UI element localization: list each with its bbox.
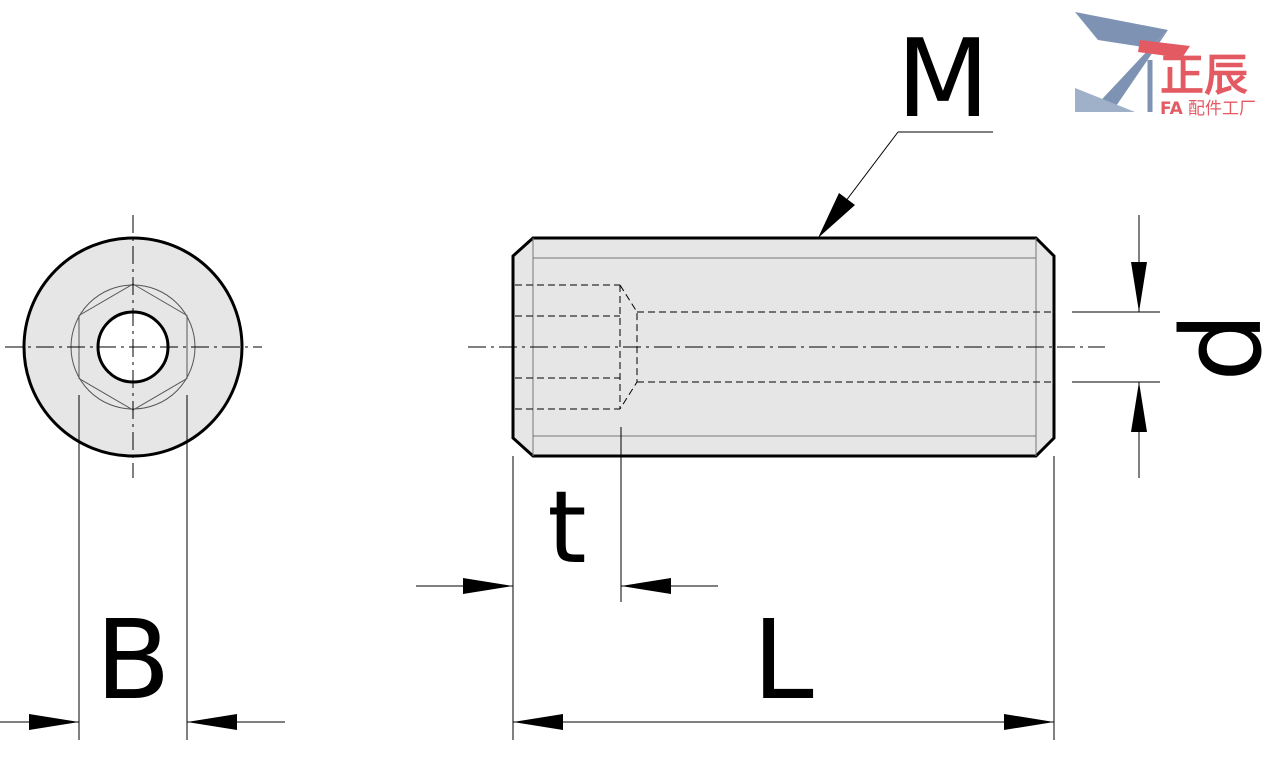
label-M: M bbox=[896, 17, 989, 142]
label-B: B bbox=[95, 596, 170, 724]
hidden-bore-lines bbox=[637, 311, 1054, 383]
dimension-B: B bbox=[0, 395, 285, 740]
label-t: t bbox=[547, 469, 586, 586]
logo-fa-text: FA bbox=[1160, 99, 1184, 119]
logo-mark-accent bbox=[1138, 40, 1190, 58]
brand-logo: 正辰 FA 配件工厂 bbox=[1075, 12, 1256, 119]
label-d: d bbox=[1158, 312, 1279, 382]
m-leader-arrow bbox=[818, 193, 855, 238]
label-L: L bbox=[752, 596, 813, 724]
d-arrow-bottom bbox=[1131, 382, 1147, 432]
dimension-L: L bbox=[512, 456, 1055, 740]
logo-mark-top bbox=[1075, 12, 1168, 48]
l-arrow-left bbox=[513, 714, 563, 730]
end-view bbox=[5, 215, 262, 478]
b-arrow-left bbox=[29, 714, 79, 730]
logo-mark-base bbox=[1075, 88, 1135, 112]
logo-brand-text: 正辰 bbox=[1160, 50, 1248, 101]
dimension-M: M bbox=[818, 17, 993, 238]
logo-subtitle-text: 配件工厂 bbox=[1188, 99, 1256, 119]
t-arrow-left bbox=[463, 578, 513, 594]
b-arrow-right bbox=[187, 714, 237, 730]
dimension-t: t bbox=[416, 427, 718, 602]
l-arrow-right bbox=[1004, 714, 1054, 730]
d-arrow-top bbox=[1131, 262, 1147, 312]
t-arrow-right bbox=[621, 578, 671, 594]
dimension-d: d bbox=[1072, 215, 1279, 478]
side-view bbox=[468, 236, 1105, 458]
